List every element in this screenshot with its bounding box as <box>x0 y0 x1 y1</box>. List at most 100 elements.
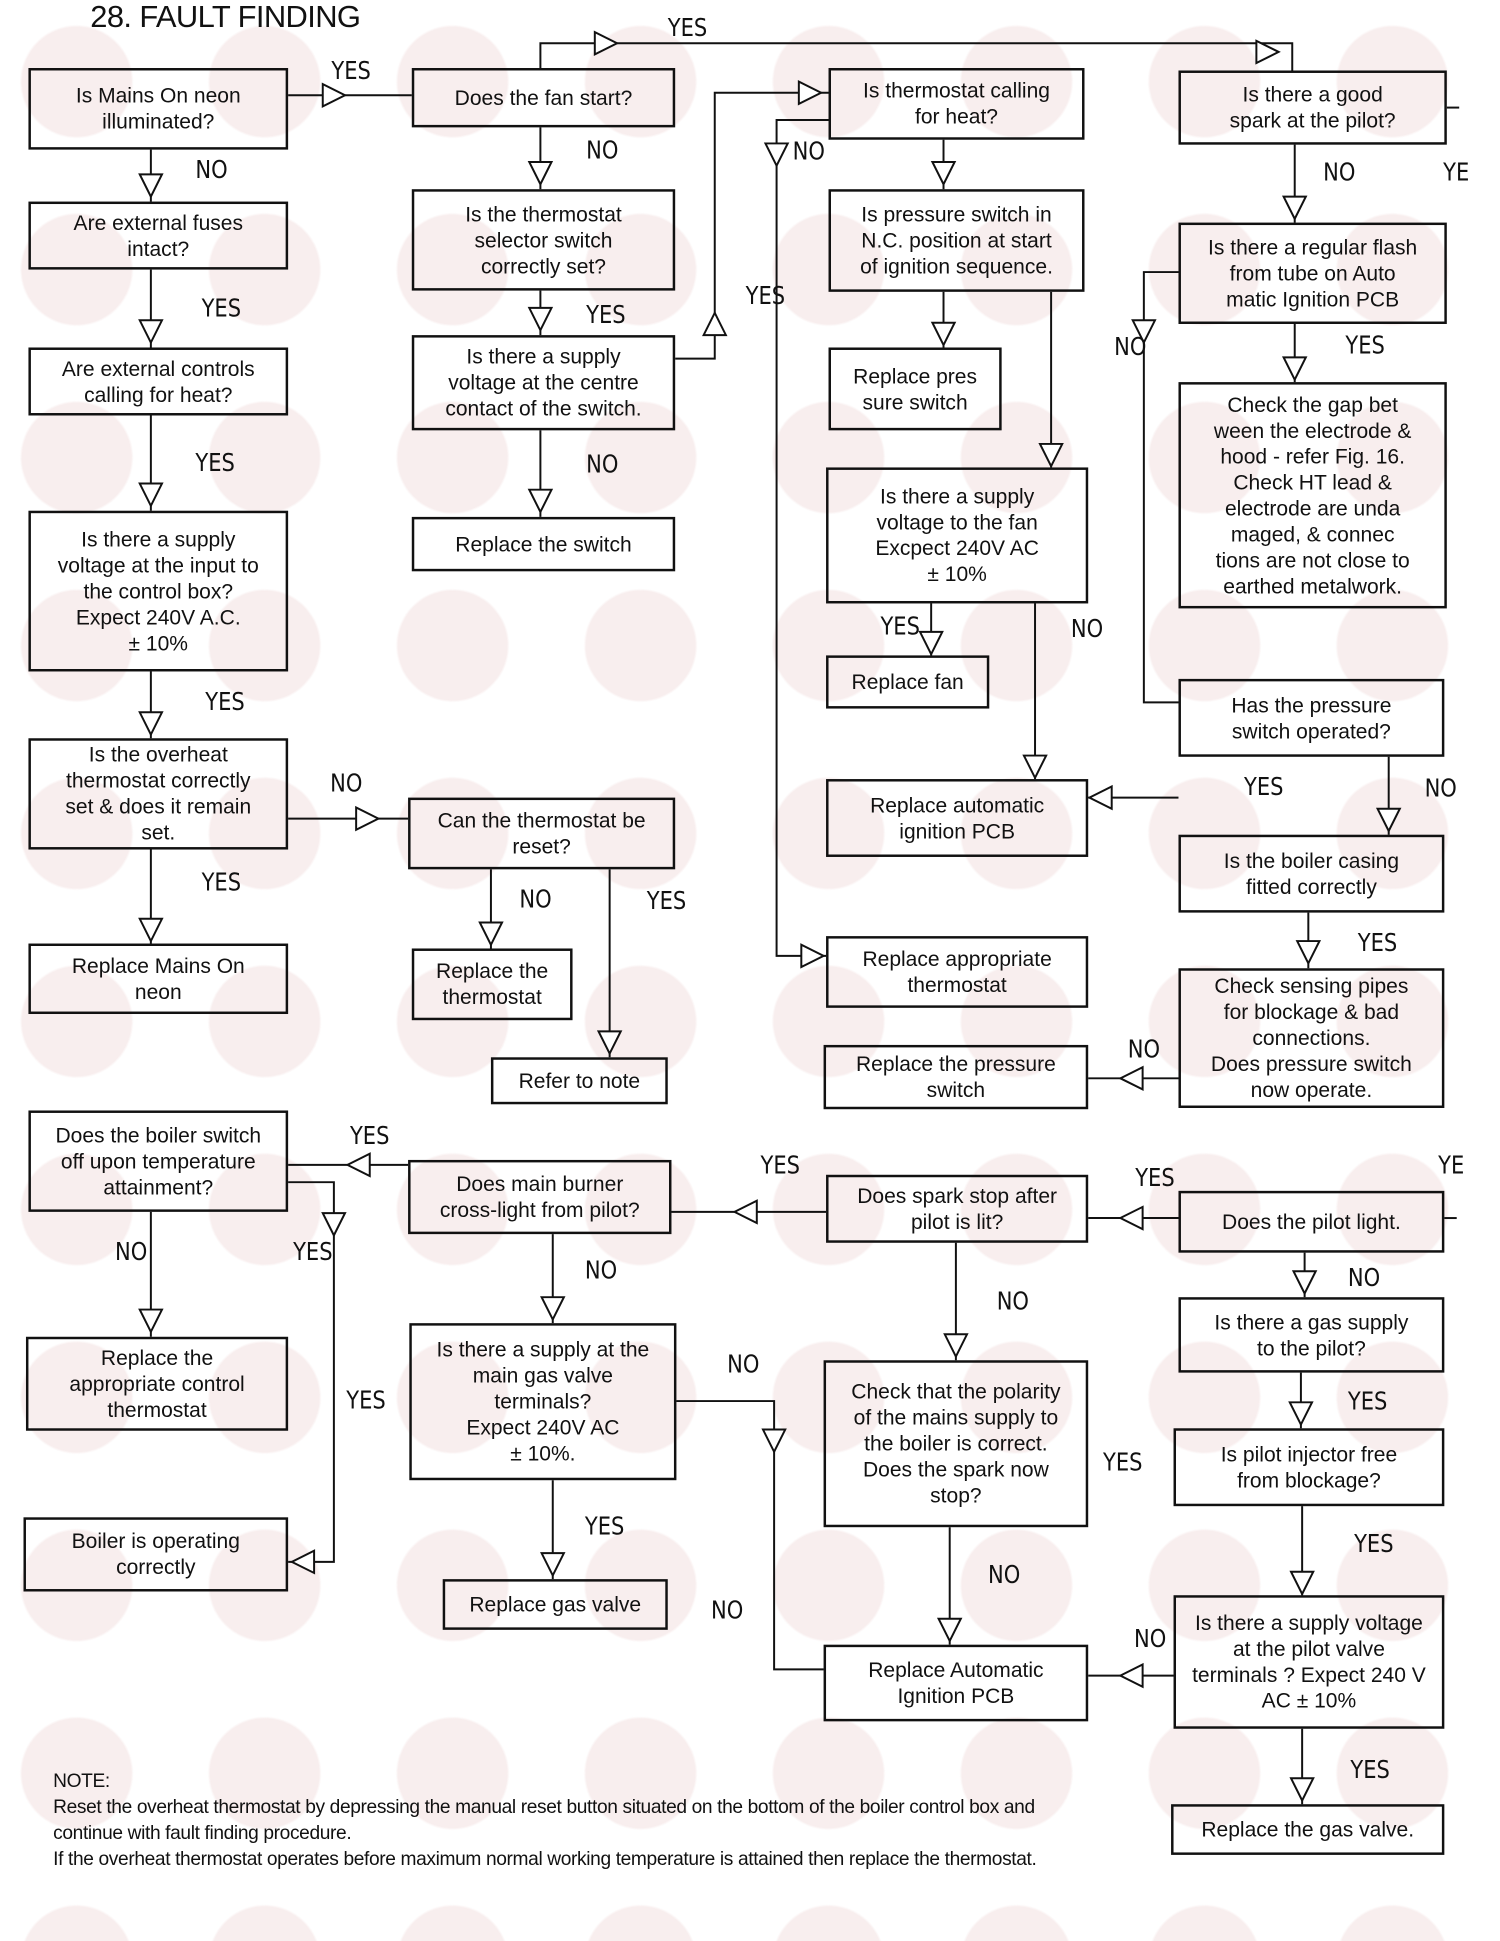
flow-box: Replace Automatic Ignition PCB <box>823 1644 1089 1722</box>
arrow-icon <box>800 943 826 969</box>
flow-box: Is pressure switch in N.C. position at s… <box>828 189 1085 292</box>
no-label: NO <box>1133 1623 1167 1654</box>
page-title: 28. FAULT FINDING <box>90 0 361 35</box>
no-label: NO <box>711 1595 744 1625</box>
flow-box: Does the fan start? <box>411 68 676 128</box>
yes-label: YES <box>1135 1162 1175 1193</box>
yes-label: YES <box>586 299 626 329</box>
yes-label: YES <box>880 610 920 641</box>
connector-line <box>539 42 1294 71</box>
note-line-2: If the overheat thermostat operates befo… <box>53 1848 1037 1870</box>
connector-line <box>675 91 829 360</box>
flow-box: Is the boiler casing fitted correctly <box>1178 834 1445 913</box>
flow-box: Does main burner cross-light from pilot? <box>408 1159 672 1235</box>
flow-box: Is Mains On neon illuminated? <box>28 68 289 150</box>
no-label: NO <box>1127 1033 1161 1064</box>
arrow-icon <box>138 482 164 508</box>
flow-box: Are external controls calling for heat? <box>28 347 289 416</box>
flow-box: Does spark stop after pilot is lit? <box>826 1174 1089 1243</box>
arrow-icon <box>593 30 620 57</box>
flow-box: Is there a good spark at the pilot? <box>1178 70 1447 145</box>
flow-box: Is the overheat thermostat correctly set… <box>28 738 289 850</box>
yes-label: YES <box>1357 927 1398 958</box>
arrow-icon <box>1289 1777 1315 1803</box>
flow-box: Boiler is operating correctly <box>23 1517 289 1592</box>
yes-label: YES <box>349 1120 390 1151</box>
flow-box: Replace the pressure switch <box>823 1044 1089 1110</box>
flow-box: Replace pres sure switch <box>828 347 1002 431</box>
arrow-icon <box>527 306 554 333</box>
arrow-icon <box>138 711 164 737</box>
yes-label: YES <box>1347 1386 1388 1416</box>
arrow-icon <box>763 142 790 168</box>
flow-box: Is the thermostat selector switch correc… <box>411 189 676 291</box>
no-label: NO <box>586 134 619 165</box>
arrow-icon <box>138 1308 164 1335</box>
arrow-icon <box>1022 754 1048 781</box>
connector-line <box>1142 271 1179 704</box>
flow-box: Does the boiler switch off upon temperat… <box>28 1110 289 1212</box>
flow-box: Does the pilot light. <box>1178 1190 1445 1253</box>
yes-label: YES <box>667 12 708 43</box>
arrow-icon <box>355 805 381 832</box>
arrow-icon <box>321 1212 347 1238</box>
flow-box: Replace appropriate thermostat <box>826 936 1089 1008</box>
arrow-icon <box>1038 442 1064 469</box>
yes-label: YES <box>331 55 371 86</box>
no-label: NO <box>195 154 228 185</box>
no-label: NO <box>1070 613 1104 644</box>
yes-label: YE <box>1438 1150 1465 1180</box>
arrow-icon <box>540 1296 566 1322</box>
arrow-icon <box>345 1152 371 1178</box>
arrow-icon <box>943 1333 969 1359</box>
flow-box: Is there a regular flash from tube on Au… <box>1178 222 1447 324</box>
arrow-icon <box>1118 1205 1144 1231</box>
flow-box: Refer to note <box>490 1057 668 1105</box>
arrow-icon <box>1118 1065 1144 1092</box>
yes-label: YES <box>584 1511 625 1541</box>
yes-label: YES <box>1103 1446 1143 1477</box>
arrow-icon <box>527 161 554 187</box>
no-label: NO <box>584 1255 618 1285</box>
arrow-icon <box>1281 195 1308 222</box>
connector-line <box>676 1400 824 1671</box>
no-label: NO <box>988 1559 1021 1590</box>
arrow-icon <box>936 1617 963 1644</box>
no-label: NO <box>330 767 363 798</box>
arrow-icon <box>1289 1570 1315 1597</box>
no-label: NO <box>792 136 825 166</box>
arrow-icon <box>1295 940 1322 966</box>
yes-label: YE <box>1443 157 1470 187</box>
yes-label: YES <box>205 686 245 716</box>
flow-box: Is there a supply at the main gas valve … <box>409 1323 677 1481</box>
arrow-icon <box>478 921 504 947</box>
arrow-icon <box>930 321 957 348</box>
no-label: NO <box>115 1236 148 1267</box>
arrow-icon <box>527 488 554 515</box>
no-label: NO <box>1323 157 1356 187</box>
flow-box: Can the thermostat be reset? <box>408 797 676 870</box>
arrow-icon <box>1087 784 1113 811</box>
no-label: NO <box>996 1286 1029 1316</box>
arrow-icon <box>1375 807 1402 834</box>
yes-label: YES <box>346 1384 386 1415</box>
yes-label: YES <box>1345 330 1385 360</box>
yes-label: YES <box>1244 771 1284 802</box>
yes-label: YES <box>201 293 242 323</box>
flow-box: Replace the switch <box>411 516 676 572</box>
no-label: NO <box>586 448 619 479</box>
note: NOTE: Reset the overheat thermostat by d… <box>53 1768 1104 1872</box>
yes-label: YES <box>646 885 687 916</box>
arrow-icon <box>732 1199 758 1225</box>
no-label: NO <box>519 884 552 914</box>
flow-box: Replace the thermostat <box>411 948 573 1021</box>
no-label: NO <box>1347 1262 1381 1293</box>
connector-line <box>775 118 829 957</box>
arrow-icon <box>1131 319 1157 345</box>
flow-box: Is there a supply voltage to the fan Exc… <box>826 467 1089 604</box>
flow-box: Check sensing pipes for blockage & bad c… <box>1178 968 1445 1108</box>
flow-box: Is there a gas supply to the pilot? <box>1178 1297 1445 1373</box>
no-label: NO <box>727 1349 760 1379</box>
